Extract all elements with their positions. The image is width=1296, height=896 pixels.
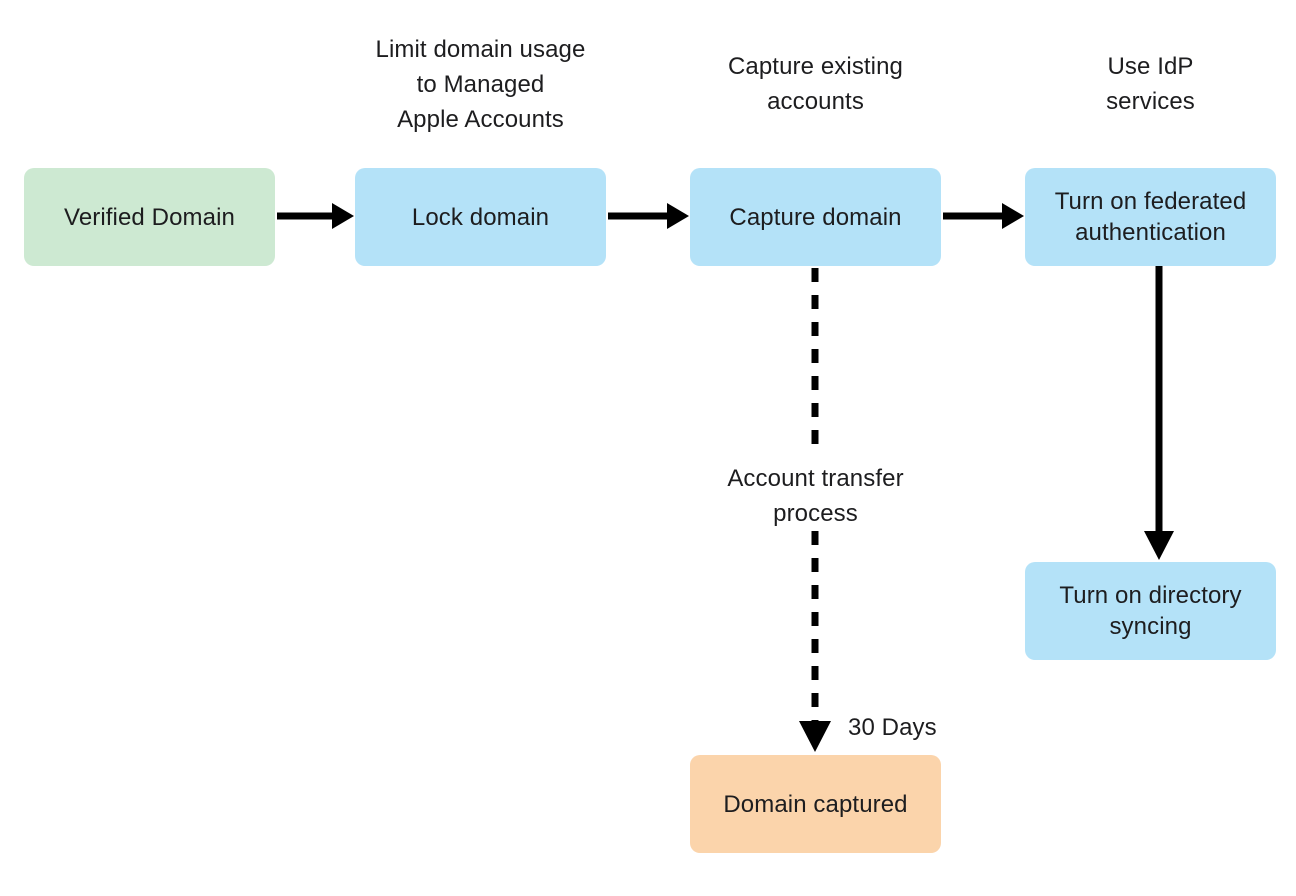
arrow-lock-to-capture — [608, 203, 689, 229]
caption-capture-domain: Capture existing accounts — [727, 53, 904, 115]
caption-federated-auth: Use IdP services — [1106, 53, 1195, 115]
edge-label-account-transfer: Account transfer process — [727, 465, 904, 527]
node-directory-syncing[interactable]: Turn on directory syncing — [1025, 562, 1276, 660]
arrow-verified-to-lock — [277, 203, 354, 229]
arrow-federated-to-directory — [1144, 266, 1174, 560]
node-verified-domain[interactable]: Verified Domain — [24, 168, 275, 266]
node-domain-captured[interactable]: Domain captured — [690, 755, 941, 853]
edge-label-30-days: 30 Days — [848, 714, 937, 741]
node-lock-domain[interactable]: Lock domain — [355, 168, 606, 266]
caption-lock-domain: Limit domain usage to Managed Apple Acco… — [375, 36, 586, 133]
node-federated-auth[interactable]: Turn on federated authentication — [1025, 168, 1276, 266]
arrow-capture-to-federated — [943, 203, 1024, 229]
node-capture-domain[interactable]: Capture domain — [690, 168, 941, 266]
